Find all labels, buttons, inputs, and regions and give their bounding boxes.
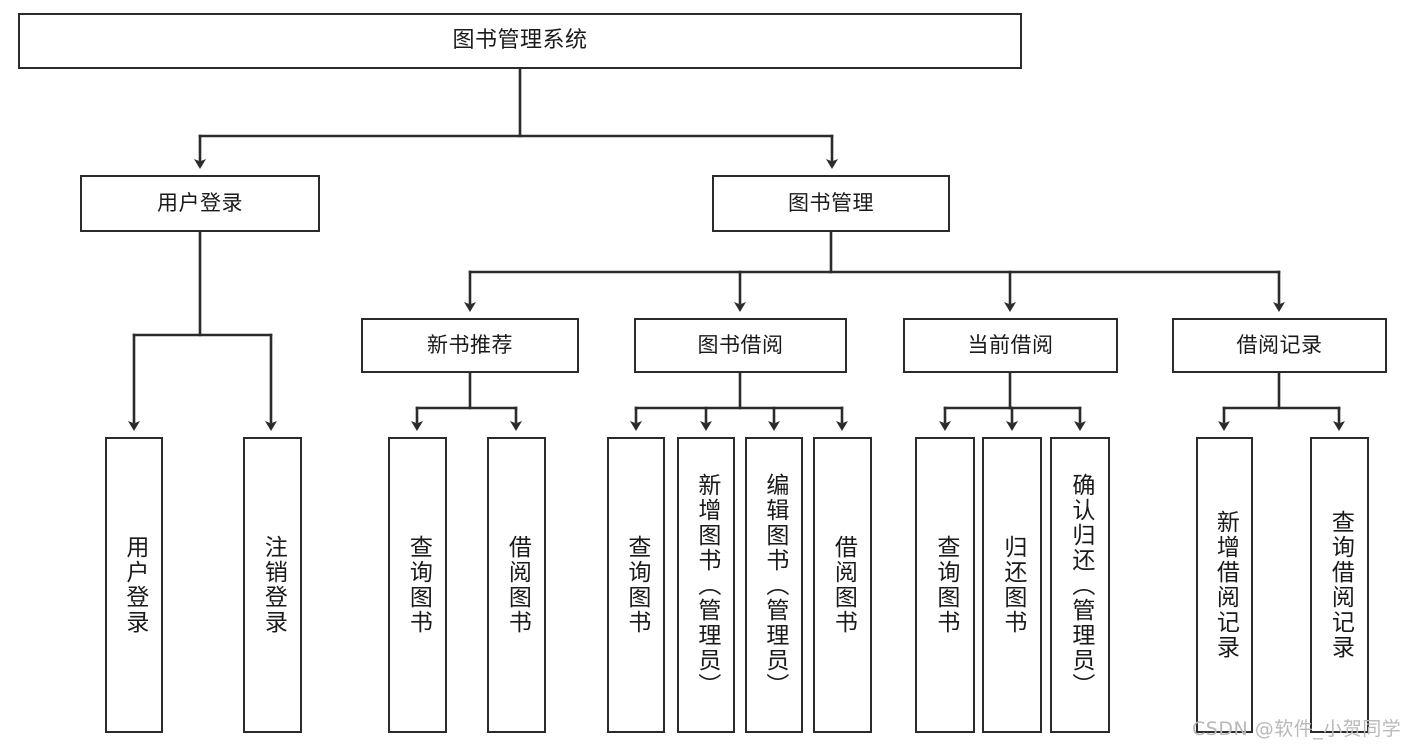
node-label: 图书借阅 bbox=[697, 332, 784, 357]
node-leaf-query-book-3[interactable]: 查询图书 bbox=[915, 437, 975, 733]
node-label: 借阅图书 bbox=[830, 535, 857, 635]
node-label: 图书管理系统 bbox=[452, 27, 588, 53]
node-leaf-add-borrow-record[interactable]: 新增借阅记录 bbox=[1196, 437, 1253, 733]
node-book-borrowing[interactable]: 图书借阅 bbox=[634, 318, 847, 373]
node-root-system[interactable]: 图书管理系统 bbox=[18, 13, 1022, 69]
node-user-login[interactable]: 用户登录 bbox=[80, 175, 320, 232]
node-label: 借阅图书 bbox=[504, 535, 531, 635]
node-label: 图书管理 bbox=[788, 190, 874, 215]
node-label: 新增借阅记录 bbox=[1212, 510, 1239, 660]
node-leaf-edit-book-admin[interactable]: 编辑图书（管理员） bbox=[745, 437, 803, 733]
node-label: 用户登录 bbox=[121, 535, 148, 635]
node-label: 新书推荐 bbox=[427, 332, 513, 357]
node-leaf-add-book-admin[interactable]: 新增图书（管理员） bbox=[677, 437, 735, 733]
node-label: 查询图书 bbox=[405, 535, 432, 635]
node-leaf-logout[interactable]: 注销登录 bbox=[243, 437, 302, 733]
csdn-watermark: CSDN @软件_小贺同学 bbox=[1192, 718, 1402, 740]
node-label: 借阅记录 bbox=[1236, 332, 1323, 357]
node-current-borrowing[interactable]: 当前借阅 bbox=[903, 318, 1118, 373]
node-label: 当前借阅 bbox=[967, 332, 1054, 357]
node-label: 确认归还（管理员） bbox=[1067, 472, 1094, 698]
node-new-book-recommendation[interactable]: 新书推荐 bbox=[361, 318, 579, 373]
node-label: 用户登录 bbox=[157, 190, 243, 215]
node-leaf-user-login[interactable]: 用户登录 bbox=[105, 437, 163, 733]
node-leaf-return-book[interactable]: 归还图书 bbox=[982, 437, 1042, 733]
node-leaf-query-book-1[interactable]: 查询图书 bbox=[388, 437, 447, 733]
node-leaf-confirm-return-admin[interactable]: 确认归还（管理员） bbox=[1050, 437, 1110, 733]
node-label: 编辑图书（管理员） bbox=[761, 472, 788, 698]
node-leaf-borrow-book-1[interactable]: 借阅图书 bbox=[487, 437, 546, 733]
node-label: 新增图书（管理员） bbox=[693, 472, 720, 698]
node-leaf-query-book-2[interactable]: 查询图书 bbox=[607, 437, 665, 733]
node-label: 注销登录 bbox=[260, 535, 287, 635]
node-label: 归还图书 bbox=[999, 535, 1026, 635]
node-book-management[interactable]: 图书管理 bbox=[712, 175, 950, 232]
node-label: 查询借阅记录 bbox=[1327, 510, 1354, 660]
node-label: 查询图书 bbox=[623, 535, 650, 635]
node-leaf-query-borrow-record[interactable]: 查询借阅记录 bbox=[1310, 437, 1369, 733]
node-leaf-borrow-book-2[interactable]: 借阅图书 bbox=[813, 437, 872, 733]
node-borrowing-record[interactable]: 借阅记录 bbox=[1172, 318, 1387, 373]
node-label: 查询图书 bbox=[932, 535, 959, 635]
